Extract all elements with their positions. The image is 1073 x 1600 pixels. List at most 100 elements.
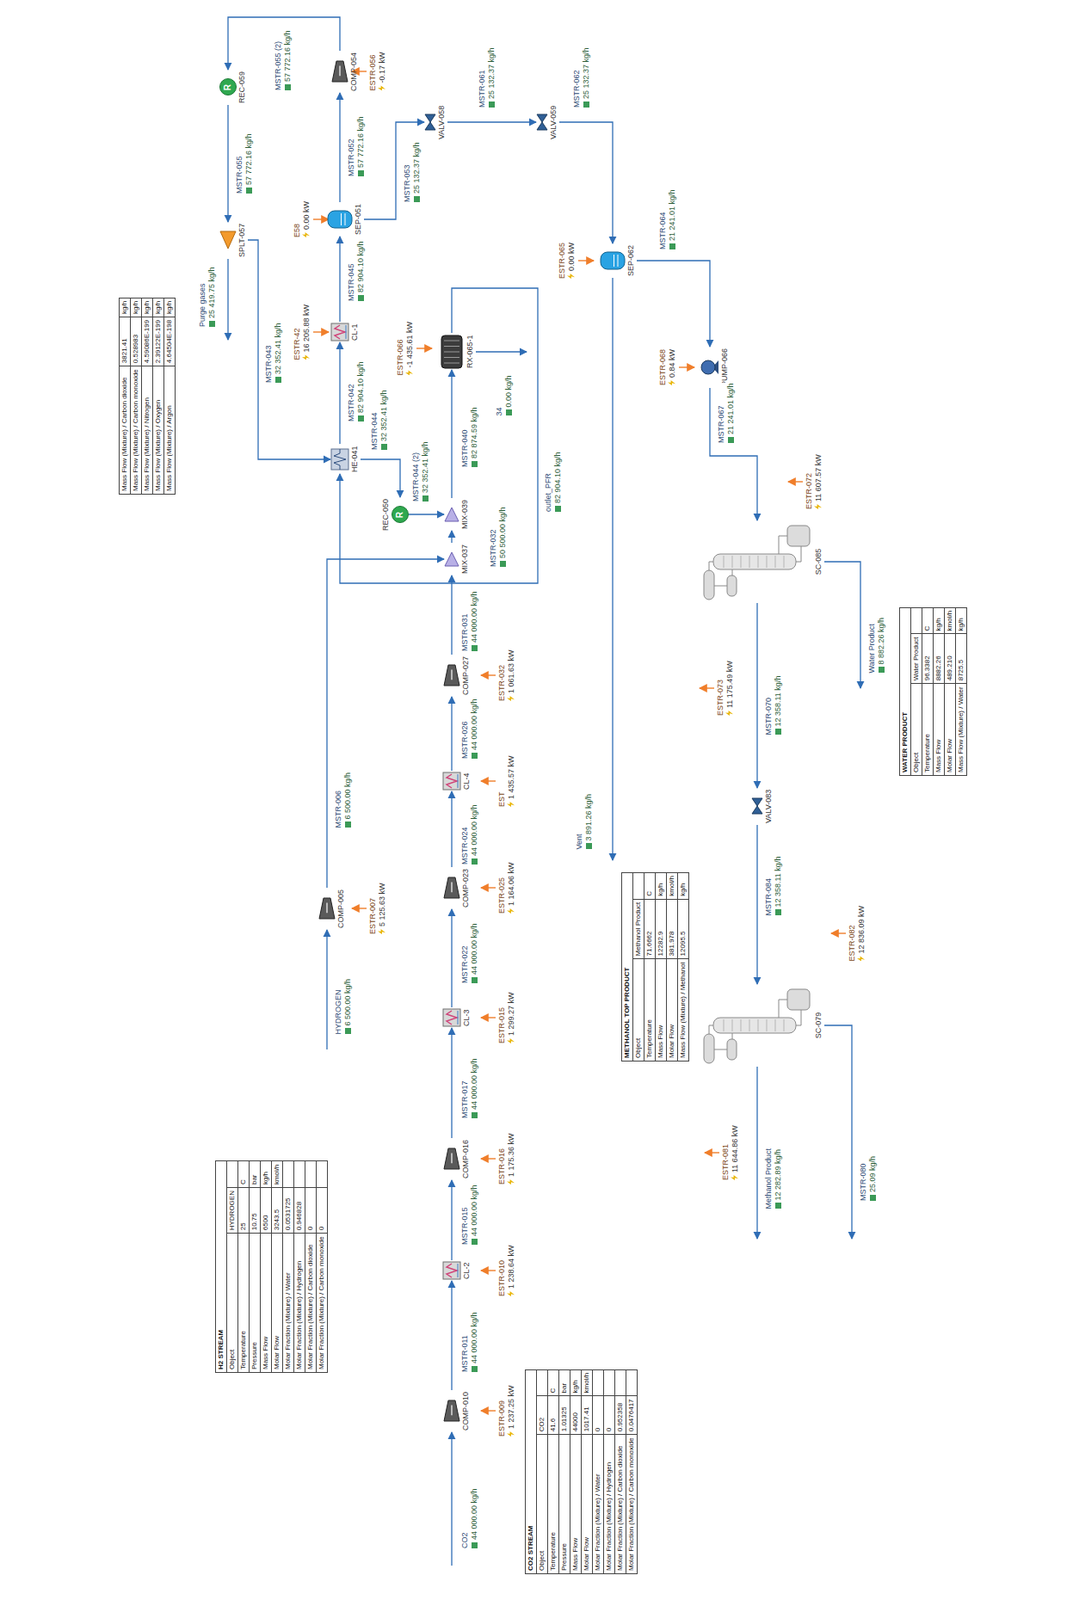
icon-part (723, 1019, 725, 1032)
table-cell: 8882.26 (933, 634, 945, 685)
material-stream (450, 1281, 452, 1391)
energy-arrow (481, 780, 496, 782)
icon-part (600, 252, 625, 270)
table-cell: 0.0476417 (626, 1396, 638, 1436)
icon-part (327, 210, 352, 229)
unit-operation: CL-3 (442, 1007, 473, 1029)
stream-tag: 340.00 kg/h (494, 375, 514, 416)
stream-tag: MSTR-08412 358.11 kg/h (764, 857, 784, 917)
cell-text: 2.39122E-199 (154, 320, 162, 364)
equipment-tag: CL-1 (349, 321, 361, 343)
flow-value: 1 175.36 kW (506, 1133, 517, 1185)
equipment-icon (599, 251, 626, 271)
equipment-icon (443, 665, 461, 688)
equipment-icon (331, 61, 349, 84)
cell-text: Methanol Product (634, 902, 642, 957)
cell-text: C (645, 891, 654, 897)
icon-part (444, 351, 460, 352)
cell-text: kg/h (956, 617, 965, 631)
cell-text: Molar Fraction (Mixture) / Hydrogen (295, 1261, 303, 1370)
unit-operation: SEP-051 (326, 202, 364, 237)
energy-tag: ESTR-0251 164.06 kW (497, 862, 517, 914)
table-cell: 3243.5 (271, 1188, 284, 1234)
cell-text: 0.528983 (131, 334, 140, 364)
stream-tag: MSTR-01544 000.00 kg/h (460, 1184, 480, 1246)
equipment-tag: VALV-059 (548, 104, 560, 142)
energy-arrow (481, 1270, 496, 1271)
equipment-symbol (701, 984, 814, 1067)
stream-name: ESTR-007 (368, 882, 378, 935)
flow-value: 21 241.01 kg/h (667, 189, 678, 250)
equipment-tag: COMP-054 (348, 50, 360, 93)
flow-value: 1 238.64 kW (506, 1245, 517, 1297)
flow-value: 12 836.09 kW (857, 906, 867, 962)
equipment-tag: COMP-027 (460, 654, 472, 697)
icon-part (340, 213, 342, 226)
flow-value: 11 607.57 kW (814, 454, 824, 510)
stream-name: MSTR-024 (460, 804, 470, 865)
stream-table: Mass Flow (Mixture) / Carbon dioxide3821… (118, 297, 176, 495)
equipment-tag: VALV-058 (436, 104, 448, 142)
cell-text: 8882.26 (934, 655, 943, 681)
table-row: Molar Fraction (Mixture) / Water0 (592, 1369, 605, 1574)
icon-part (333, 449, 346, 470)
unit-operation: PUMP-066 (700, 346, 731, 389)
table-cell: 381.978 (666, 899, 679, 960)
table-cell: Mass Flow (Mixture) / Argon (164, 366, 176, 495)
table-cell: Methanol Product (633, 899, 645, 960)
stream-tag: MSTR-08025.09 kg/h (858, 1156, 878, 1202)
cell-text: 25 (239, 1222, 247, 1231)
stream-tag: MSTR-05325 132.37 kg/h (402, 141, 422, 203)
equipment-icon (330, 448, 350, 471)
cell-text: 10.75 (250, 1213, 259, 1231)
stream-name: CO2 (460, 1488, 470, 1549)
table-cell: 4.59086E-199 (141, 316, 154, 366)
stream-name: MSTR-080 (858, 1156, 869, 1202)
stream-tag: MSTR-06721 241.01 kg/h (716, 382, 736, 444)
unit-operation: RX-065-1 (438, 333, 476, 370)
table-cell: Molar Fraction (Mixture) / Carbon dioxid… (305, 1233, 317, 1374)
table-cell: Molar Flow (271, 1233, 284, 1374)
energy-tag: ESTR-08111 644.86 kW (721, 1125, 740, 1181)
icon-part (450, 1406, 453, 1417)
cell-text: Mass Flow (Mixture) / Oxygen (154, 400, 162, 492)
icon-part (732, 555, 734, 568)
recycle-circle: R (391, 506, 409, 525)
cell-text: kg/h (678, 883, 687, 897)
unit-operation: SC-079 (701, 984, 825, 1067)
cell-text: kg/h (934, 617, 943, 631)
cell-text: Mass Flow (Mixture) / Carbon monoxide (131, 369, 140, 492)
stream-name: ESTR-068 (658, 349, 668, 386)
icon-part (444, 345, 460, 347)
table-row: Mass Flow (Mixture) / Carbon monoxide 0.5… (130, 297, 142, 494)
stream-tag: MSTR-044 (2)32 352.41 kg/h (411, 441, 431, 502)
table-cell: kg/h (153, 297, 165, 317)
energy-arrow (313, 218, 329, 220)
cell-text: METHANOL TOP PRODUCT (622, 968, 631, 1059)
energy-tag: ESTR-0091 237.25 kW (497, 1385, 517, 1437)
unit-operation: SEP-062 (599, 243, 637, 278)
equipment-icon (442, 771, 462, 791)
table-row: Mass Flow (Mixture) / Nitrogen4.59086E-1… (141, 297, 154, 494)
icon-part (326, 903, 328, 914)
table-row: Mass Flow (Mixture) / Oxygen 2.39122E-199… (153, 297, 165, 494)
icon-part (443, 1009, 461, 1027)
icon-part (446, 1264, 457, 1278)
stream-name: 34 (494, 375, 505, 416)
material-stream (450, 909, 452, 1008)
table-row: CO2 STREAM (525, 1369, 537, 1574)
stream-name: MSTR-062 (572, 47, 582, 108)
material-stream (339, 288, 538, 584)
table-cell: kg/h (141, 297, 154, 317)
cell-text: HYDROGEN (228, 1190, 236, 1231)
stream-name: ESTR-082 (847, 906, 858, 962)
icon-part (709, 1025, 714, 1035)
icon-part (778, 536, 788, 555)
table-row: Molar Fraction (Mixture) / Hydrogen0.946… (294, 1161, 306, 1374)
table-cell: 25 (238, 1188, 250, 1234)
cell-text: Molar Flow (272, 1336, 281, 1370)
table-row: Molar Fraction (Mixture) / Carbon monoxi… (626, 1369, 638, 1574)
icon-part (443, 1262, 461, 1280)
cell-text: Temperature (645, 1019, 654, 1059)
table-cell: Molar Fraction (Mixture) / Hydrogen (294, 1233, 306, 1374)
